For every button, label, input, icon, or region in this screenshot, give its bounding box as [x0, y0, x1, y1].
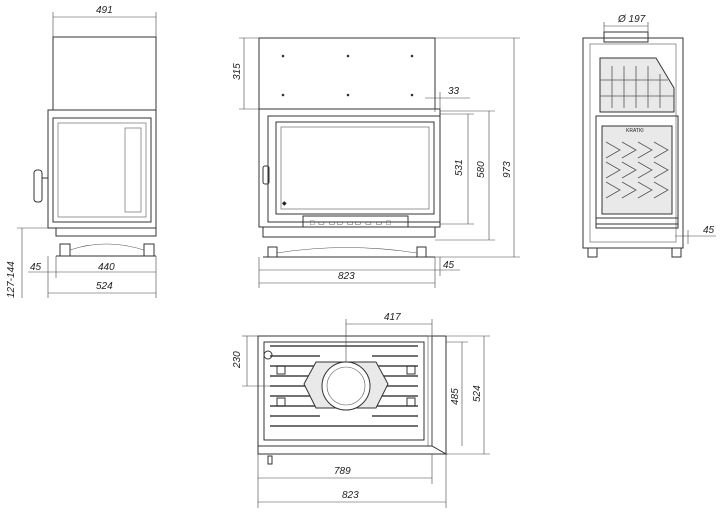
door-handle-icon — [262, 165, 270, 185]
dim-front-height-580: 580 — [476, 161, 487, 178]
handle-stub-icon — [267, 455, 273, 465]
dim-front-height-total: 973 — [502, 161, 513, 178]
brand-plate: KRATKI — [626, 128, 644, 134]
dim-side-width-top: 491 — [96, 5, 113, 16]
leg-icon — [143, 243, 155, 257]
smoke-hood — [599, 57, 675, 113]
dim-side-offset: 45 — [30, 262, 42, 273]
dim-side-width-inner: 440 — [98, 262, 115, 273]
dim-side-width-total: 524 — [96, 281, 113, 292]
side-left-upper-housing — [52, 36, 157, 111]
leg-icon — [587, 247, 598, 258]
front-upper-housing — [258, 37, 436, 110]
flue-collar — [603, 31, 649, 43]
side-view-right-section: Ø 197 KRATKI 45 — [582, 14, 716, 258]
section-outer — [582, 37, 684, 249]
leg-icon — [59, 243, 71, 257]
front-view: ◆ □ ▭ ▭▭ ▭▭ ▭ ▭ □ 315 33 531 580 — [232, 37, 520, 288]
dim-top-width-total: 823 — [342, 490, 359, 501]
dim-front-top-height: 315 — [232, 63, 243, 80]
dim-top-depth-inner: 485 — [450, 388, 461, 405]
firebox — [595, 115, 679, 225]
leg-icon — [267, 246, 278, 258]
dim-top-width-inner: 789 — [334, 466, 351, 477]
flue-outlet-icon — [321, 361, 371, 411]
dim-right-offset: 45 — [703, 225, 715, 236]
dim-leg-height: 127-144 — [6, 261, 17, 298]
logo-mark: ◆ — [282, 201, 287, 207]
dim-top-flue-offset: 417 — [384, 312, 401, 323]
leg-icon — [416, 246, 427, 258]
dim-front-offset-right: 33 — [448, 86, 460, 97]
air-control-marks: □ ▭ ▭▭ ▭▭ ▭ ▭ □ — [310, 220, 391, 227]
side-left-body — [47, 109, 157, 229]
bolt-icon — [263, 350, 273, 360]
dim-front-offset-bottom: 45 — [443, 260, 455, 271]
top-view: 417 230 485 524 789 823 — [232, 312, 490, 508]
dim-top-depth-total: 524 — [472, 385, 483, 402]
dim-flue-diameter: Ø 197 — [617, 14, 646, 25]
dim-front-door-height: 531 — [454, 159, 465, 176]
door-glass — [275, 121, 435, 215]
chevron-brick-pattern — [605, 141, 669, 199]
side-view-left: 491 127-144 45 440 524 — [6, 5, 157, 298]
door-handle-icon — [33, 169, 43, 203]
dim-front-width-total: 823 — [338, 271, 355, 282]
leg-icon — [671, 247, 682, 258]
dim-top-flue-depth: 230 — [232, 351, 243, 369]
